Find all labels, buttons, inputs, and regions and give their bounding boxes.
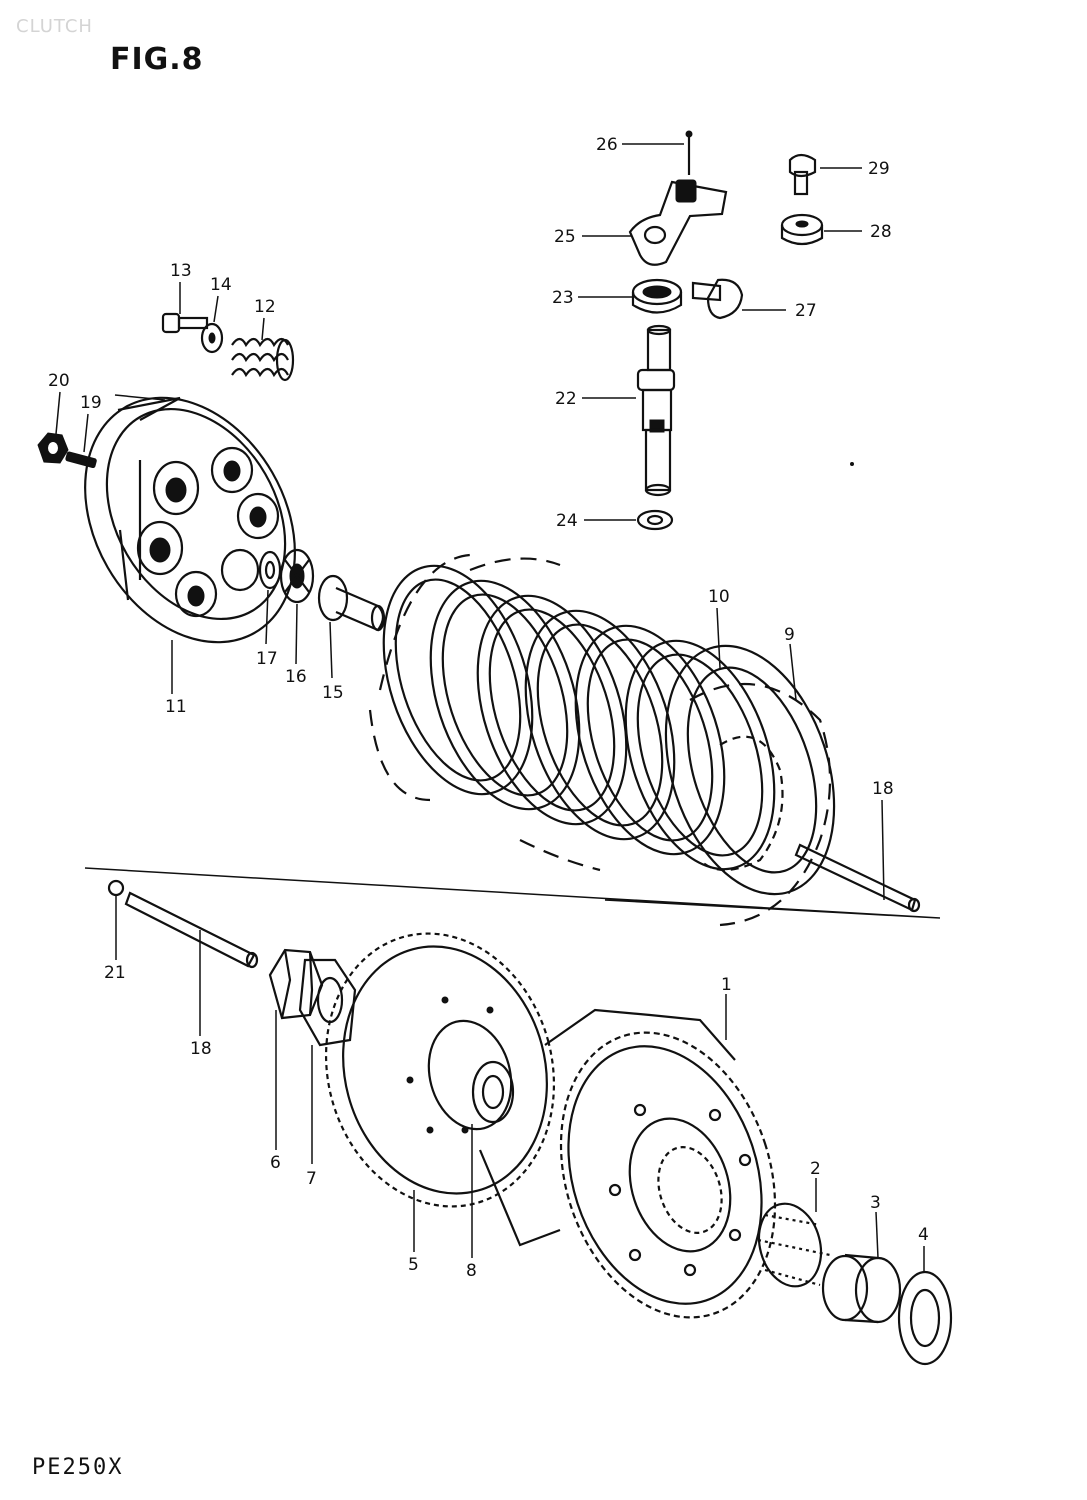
- clutch-sleeve-hub-5: [324, 932, 556, 1208]
- ball-21: [107, 879, 125, 897]
- callout-21: 21: [104, 963, 126, 983]
- nut-20: [37, 432, 69, 464]
- callout-26: 26: [596, 135, 618, 155]
- push-piece-15: [317, 574, 386, 632]
- callout-10: 10: [708, 587, 730, 607]
- callout-7: 7: [306, 1169, 317, 1189]
- bolt-13: [161, 312, 209, 334]
- callout-1: 1: [721, 975, 732, 995]
- callout-12: 12: [254, 297, 276, 317]
- collar-28: [780, 213, 824, 246]
- release-shaft-22: [636, 324, 676, 497]
- washer-17: [258, 550, 282, 590]
- primary-driven-gear-1: [478, 1008, 777, 1319]
- callout-6: 6: [270, 1153, 281, 1173]
- callout-24: 24: [556, 511, 578, 531]
- callout-18-upper: 18: [872, 779, 894, 799]
- washer-24: [636, 509, 674, 531]
- pushrod-18-upper: [794, 843, 921, 913]
- callout-17: 17: [256, 649, 278, 669]
- callout-labels: 26 29 25 28 23 27 22 24 13 14 12 20 19 1…: [48, 135, 929, 1281]
- screw-29: [788, 153, 817, 196]
- callout-25: 25: [554, 227, 576, 247]
- callout-18-lower: 18: [190, 1039, 212, 1059]
- bolt-27: [691, 278, 744, 320]
- callout-15: 15: [322, 683, 344, 703]
- callout-23: 23: [552, 288, 574, 308]
- needle-bearing-2: [757, 1202, 831, 1288]
- callout-14: 14: [210, 275, 232, 295]
- callout-2: 2: [810, 1159, 821, 1179]
- figure-title: FIG.8: [110, 42, 204, 77]
- spacer-3: [821, 1253, 902, 1324]
- callout-19: 19: [80, 393, 102, 413]
- callout-5: 5: [408, 1255, 419, 1275]
- callout-4: 4: [918, 1225, 929, 1245]
- callout-20: 20: [48, 371, 70, 391]
- release-arm-25: [628, 179, 728, 266]
- bearing-16: [279, 548, 315, 604]
- washer-8: [471, 1060, 515, 1124]
- callout-11: 11: [165, 697, 187, 717]
- pushrod-18-lower: [124, 891, 259, 969]
- callout-22: 22: [555, 389, 577, 409]
- washer-14: [200, 322, 224, 354]
- section-watermark: CLUTCH: [16, 16, 93, 37]
- pressure-plate-11: [84, 396, 296, 644]
- leader-lines: [55, 143, 925, 1272]
- model-code: PE250X: [32, 1455, 124, 1480]
- clutch-plate-stack: [368, 553, 836, 927]
- callout-3: 3: [870, 1193, 881, 1213]
- callout-16: 16: [285, 667, 307, 687]
- cotter-pin-26: [685, 130, 693, 175]
- callout-9: 9: [784, 625, 795, 645]
- clutch-spring-12: [231, 337, 295, 382]
- callout-28: 28: [870, 222, 892, 242]
- callout-27: 27: [795, 301, 817, 321]
- callout-29: 29: [868, 159, 890, 179]
- oil-seal-23: [631, 278, 683, 314]
- thrust-washer-4: [897, 1270, 953, 1366]
- callout-8: 8: [466, 1261, 477, 1281]
- screw-19: [65, 451, 97, 469]
- callout-13: 13: [170, 261, 192, 281]
